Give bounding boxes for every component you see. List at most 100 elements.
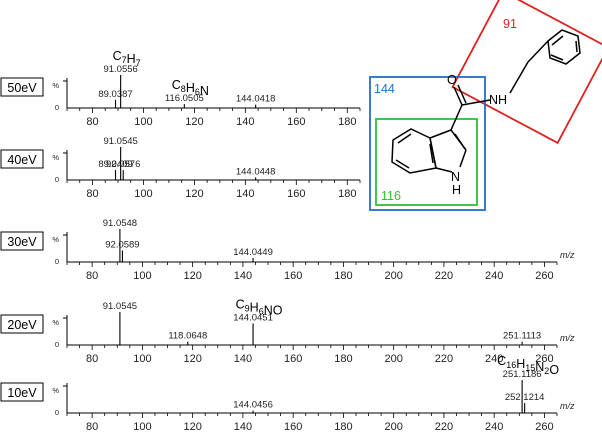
x-tick-label: 180 [334, 421, 352, 433]
x-tick-label: 240 [485, 421, 503, 433]
atom-amide-nh: NH [489, 93, 507, 107]
formula-part: C [236, 298, 245, 312]
x-unit-label: m/z [560, 333, 575, 343]
peak-label: 118.0648 [168, 331, 207, 342]
y-tick-label: % [52, 386, 59, 395]
peak-label: 91.0556 [103, 64, 137, 75]
peak-label: 91.0545 [103, 301, 137, 312]
x-unit-label: m/z [560, 401, 575, 411]
formula-part: H [127, 52, 136, 66]
x-tick-label: 180 [334, 270, 352, 282]
x-tick-label: 260 [535, 353, 553, 365]
x-tick-label: 100 [133, 270, 151, 282]
formula-c7h7: C7H7 [113, 49, 141, 68]
x-tick-label: 80 [86, 270, 98, 282]
x-tick-label: 120 [183, 421, 201, 433]
formula-part: 7 [122, 55, 127, 65]
formula-part: 8 [181, 84, 186, 94]
formula-part: 9 [245, 304, 250, 314]
panel-label: 40eV [7, 153, 37, 167]
x-tick-label: 120 [183, 270, 201, 282]
x-tick-label: 120 [185, 188, 203, 200]
x-tick-label: 140 [234, 353, 252, 365]
panel-label-box [0, 149, 44, 169]
y-tick-label: 0 [55, 340, 59, 349]
x-tick-label: 140 [236, 116, 254, 128]
x-tick-label: 160 [284, 270, 302, 282]
fragment-label-91: 91 [503, 17, 517, 31]
x-tick-label: 180 [334, 353, 352, 365]
formula-c16h15n2o: C16H15N2O [497, 354, 559, 377]
molecule-structure: 91 144 116 [369, 0, 602, 211]
formula-c9h6no: C9H6NO [236, 298, 283, 318]
peak-label: 91.0548 [103, 218, 137, 229]
atom-ring-n: N [451, 170, 460, 184]
peak-label: 144.0418 [236, 94, 276, 105]
peak-label: 144.0456 [233, 400, 273, 411]
x-tick-label: 180 [338, 188, 356, 200]
x-tick-label: 160 [284, 353, 302, 365]
formula-part: N [200, 84, 209, 98]
x-tick-label: 260 [535, 421, 553, 433]
panel-label: 10eV [7, 386, 37, 400]
formula-part: 15 [525, 363, 535, 373]
peak-label: 92.0576 [106, 159, 140, 170]
peak-label: 252.1214 [505, 392, 545, 403]
x-tick-label: 100 [133, 353, 151, 365]
x-tick-label: 100 [134, 116, 152, 128]
x-tick-label: 140 [236, 188, 254, 200]
fragment-box-144 [369, 76, 486, 211]
x-tick-label: 120 [185, 116, 203, 128]
panel-label-box [0, 382, 44, 402]
x-tick-label: 260 [535, 270, 553, 282]
x-tick-label: 240 [485, 353, 503, 365]
peak-label: 89.0409 [98, 159, 132, 170]
x-tick-label: 160 [284, 421, 302, 433]
panel-label: 20eV [7, 318, 37, 332]
peak-label: 251.1113 [503, 331, 541, 342]
y-tick-label: 0 [55, 175, 59, 184]
formula-part: C [497, 354, 506, 368]
x-tick-label: 160 [287, 188, 305, 200]
y-tick-label: % [52, 235, 59, 244]
x-tick-label: 140 [234, 270, 252, 282]
peak-label: 144.0449 [233, 247, 273, 258]
peak-label: 89.0387 [98, 89, 132, 100]
y-tick-label: % [52, 318, 59, 327]
x-tick-label: 160 [287, 116, 305, 128]
peak-label: 92.0589 [105, 239, 139, 250]
formula-part: H [186, 81, 195, 95]
x-unit-label: m/z [560, 250, 575, 260]
peak-label: 144.0451 [233, 313, 273, 324]
bonds [391, 29, 581, 174]
x-tick-label: 200 [384, 270, 402, 282]
formula-part: C [113, 49, 122, 63]
x-tick-label: 220 [435, 270, 453, 282]
x-tick-label: 80 [86, 116, 98, 128]
formula-part: H [516, 357, 525, 371]
y-tick-label: % [52, 153, 59, 162]
x-tick-label: 200 [384, 353, 402, 365]
x-tick-label: 180 [338, 116, 356, 128]
x-tick-label: 80 [86, 188, 98, 200]
panel-label-box [0, 77, 44, 97]
fragment-box-116 [375, 118, 478, 206]
peak-label: 91.0545 [103, 136, 137, 147]
x-tick-label: 220 [435, 421, 453, 433]
formula-part: 2 [544, 366, 549, 376]
fragment-label-144: 144 [374, 82, 395, 96]
panel-label-box [0, 231, 44, 251]
x-tick-label: 220 [435, 353, 453, 365]
formula-part: H [250, 301, 259, 315]
panel-label-box [0, 314, 44, 334]
x-tick-label: 120 [183, 353, 201, 365]
fragment-box-91 [451, 0, 602, 145]
x-tick-label: 200 [384, 421, 402, 433]
formula-part: O [549, 363, 559, 377]
x-tick-label: 240 [485, 270, 503, 282]
x-tick-label: 140 [234, 421, 252, 433]
